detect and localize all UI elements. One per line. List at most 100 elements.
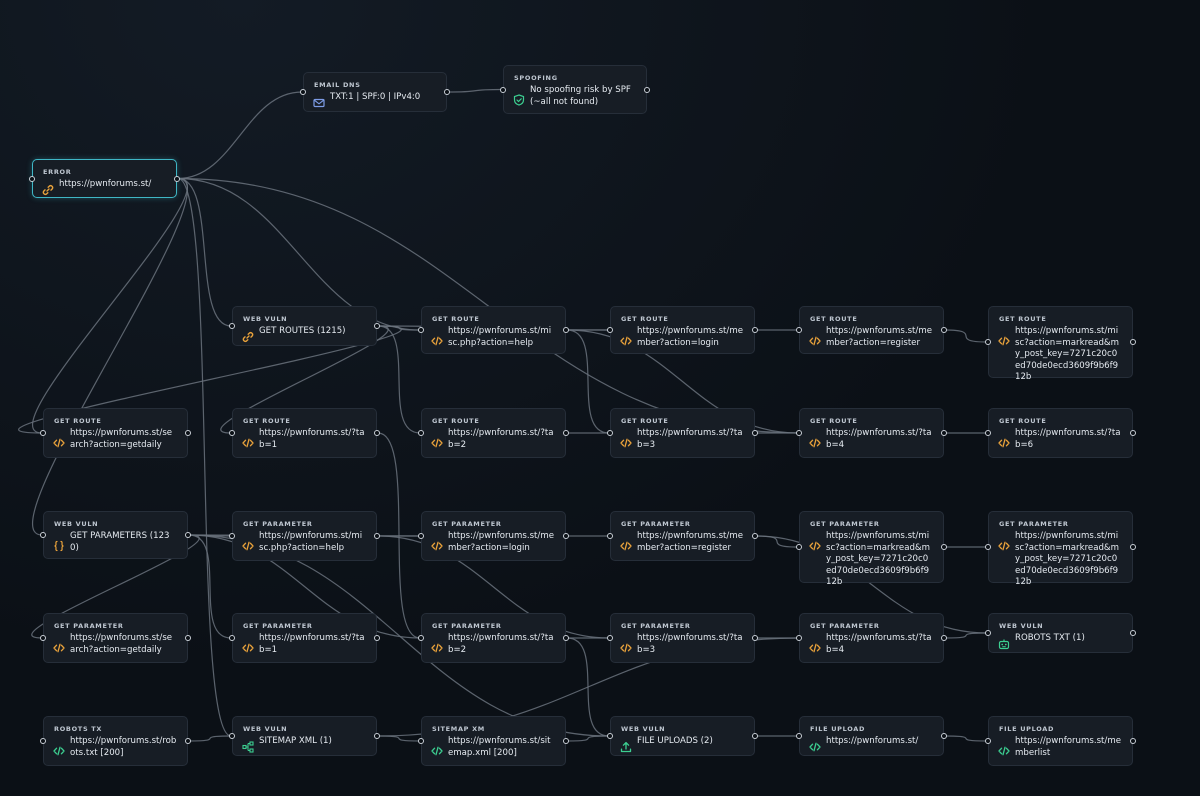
output-port[interactable]: [752, 733, 758, 739]
output-port[interactable]: [374, 533, 380, 539]
output-port[interactable]: [752, 327, 758, 333]
input-port[interactable]: [607, 327, 613, 333]
input-port[interactable]: [607, 533, 613, 539]
input-port[interactable]: [300, 89, 306, 95]
output-port[interactable]: [941, 733, 947, 739]
output-port[interactable]: [563, 533, 569, 539]
output-port[interactable]: [563, 738, 569, 744]
output-port[interactable]: [1130, 339, 1136, 345]
input-port[interactable]: [40, 635, 46, 641]
output-port[interactable]: [941, 544, 947, 550]
code-icon: [809, 434, 821, 448]
output-port[interactable]: [1130, 430, 1136, 436]
input-port[interactable]: [418, 533, 424, 539]
input-port[interactable]: [40, 430, 46, 436]
input-port[interactable]: [985, 544, 991, 550]
output-port[interactable]: [941, 635, 947, 641]
input-port[interactable]: [607, 733, 613, 739]
output-port[interactable]: [374, 323, 380, 329]
input-port[interactable]: [985, 339, 991, 345]
output-port[interactable]: [374, 733, 380, 739]
output-port[interactable]: [185, 430, 191, 436]
input-port[interactable]: [229, 733, 235, 739]
output-port[interactable]: [752, 533, 758, 539]
output-port[interactable]: [1130, 544, 1136, 550]
input-port[interactable]: [229, 635, 235, 641]
input-port[interactable]: [985, 630, 991, 636]
input-port[interactable]: [418, 635, 424, 641]
output-port[interactable]: [563, 327, 569, 333]
input-port[interactable]: [500, 86, 506, 93]
input-port[interactable]: [607, 430, 613, 436]
node-title: WEB VULN: [621, 725, 666, 733]
output-port[interactable]: [941, 327, 947, 333]
input-port[interactable]: [418, 327, 424, 333]
input-port[interactable]: [796, 327, 802, 333]
output-port[interactable]: [174, 175, 180, 182]
input-port[interactable]: [796, 544, 802, 550]
input-port[interactable]: [796, 635, 802, 641]
output-port[interactable]: [1130, 630, 1136, 636]
input-port[interactable]: [607, 635, 613, 641]
output-port[interactable]: [644, 86, 650, 93]
output-port[interactable]: [752, 430, 758, 436]
output-port[interactable]: [185, 738, 191, 744]
output-port[interactable]: [563, 430, 569, 436]
output-port[interactable]: [374, 430, 380, 436]
input-port[interactable]: [229, 323, 235, 329]
input-port[interactable]: [29, 175, 35, 182]
output-port[interactable]: [752, 635, 758, 641]
output-port[interactable]: [185, 532, 191, 538]
output-port[interactable]: [185, 635, 191, 641]
input-port[interactable]: [418, 738, 424, 744]
input-port[interactable]: [796, 430, 802, 436]
input-port[interactable]: [796, 733, 802, 739]
input-port[interactable]: [229, 533, 235, 539]
node-title: GET ROUTE: [999, 417, 1047, 425]
input-port[interactable]: [229, 430, 235, 436]
output-port[interactable]: [1130, 738, 1136, 744]
output-port[interactable]: [374, 635, 380, 641]
input-port[interactable]: [40, 532, 46, 538]
input-port[interactable]: [985, 430, 991, 436]
input-port[interactable]: [40, 738, 46, 744]
input-port[interactable]: [418, 430, 424, 436]
output-port[interactable]: [563, 635, 569, 641]
output-port[interactable]: [444, 89, 450, 95]
output-port[interactable]: [941, 430, 947, 436]
input-port[interactable]: [985, 738, 991, 744]
